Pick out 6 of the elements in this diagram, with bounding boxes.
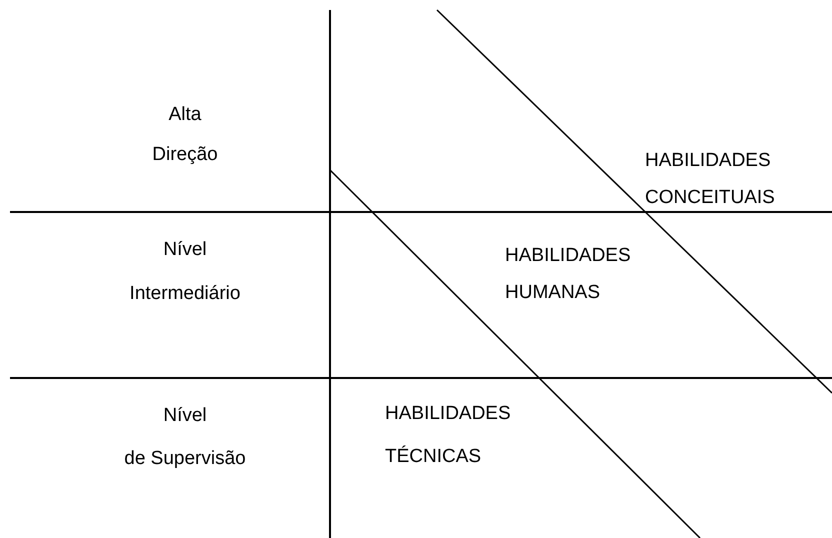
level-label: Nível de Supervisão — [123, 404, 247, 471]
level-label: HABILIDADES TÉCNICAS — [385, 402, 512, 469]
level-label: Nível Intermediário — [128, 238, 242, 306]
level-label: HABILIDADES HUMANAS — [505, 244, 632, 305]
level-label: HABILIDADES CONCEITUAIS — [645, 149, 776, 210]
level-label: Alta Direção — [151, 103, 219, 167]
